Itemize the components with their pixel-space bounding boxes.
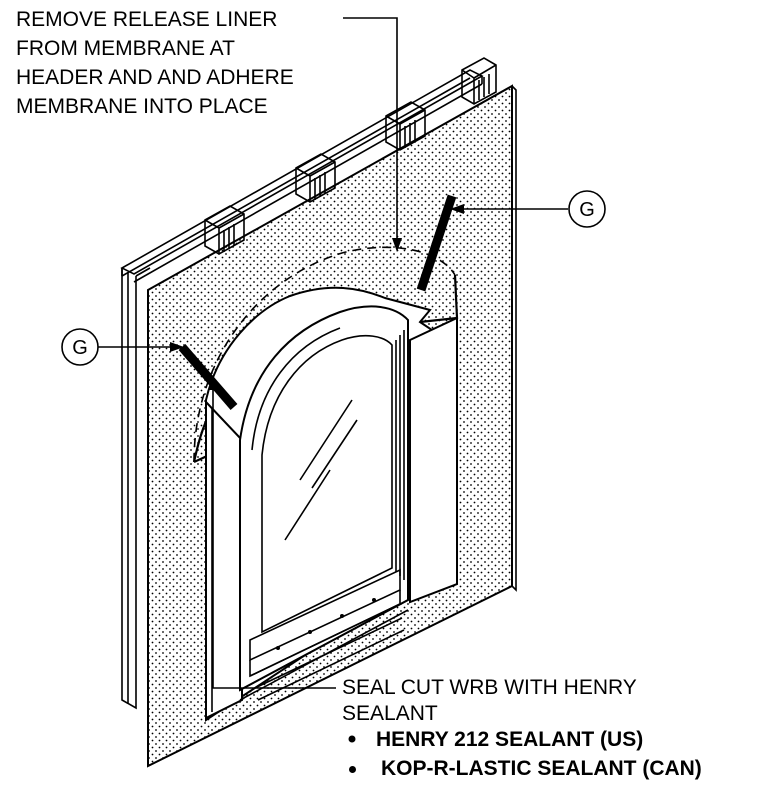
product-list-item-1: HENRY 212 SEALANT (US) [376, 728, 643, 751]
note-top-line-4: MEMBRANE INTO PLACE [16, 95, 268, 118]
callout-g-left: G [61, 328, 99, 366]
callout-g-right-label: G [579, 199, 595, 221]
note-bottom-line-2: SEALANT [342, 702, 438, 725]
note-top: REMOVE RELEASE LINER FROM MEMBRANE AT HE… [16, 8, 294, 118]
note-bottom-line-1: SEAL CUT WRB WITH HENRY [342, 676, 637, 699]
arched-window [239, 305, 409, 701]
sealant-product-list: HENRY 212 SEALANT (US) [348, 728, 643, 751]
note-top-line-1: REMOVE RELEASE LINER [16, 8, 277, 31]
sealant-bead-left [178, 344, 238, 410]
leader-lines [98, 17, 568, 689]
product-list-item-2-row: KOP-R-LASTIC SEALANT (CAN) [344, 757, 772, 781]
product-list-item-2: KOP-R-LASTIC SEALANT (CAN) [381, 757, 702, 780]
wall-framing [120, 57, 497, 710]
note-top-line-2: FROM MEMBRANE AT [16, 37, 235, 60]
stud [461, 57, 497, 105]
stud [385, 101, 426, 151]
bullet-icon [348, 735, 356, 743]
bullet-icon [349, 765, 356, 773]
callout-g-left-label: G [72, 337, 88, 359]
sealant-beads [178, 194, 457, 410]
callout-g-right: G [568, 190, 606, 228]
note-bottom: SEAL CUT WRB WITH HENRY SEALANT [342, 676, 637, 725]
note-top-line-3: HEADER AND AND ADHERE [16, 66, 294, 89]
sealant-bead-right [416, 194, 457, 292]
jamb-flashing [205, 316, 458, 720]
window-glass [261, 334, 393, 634]
